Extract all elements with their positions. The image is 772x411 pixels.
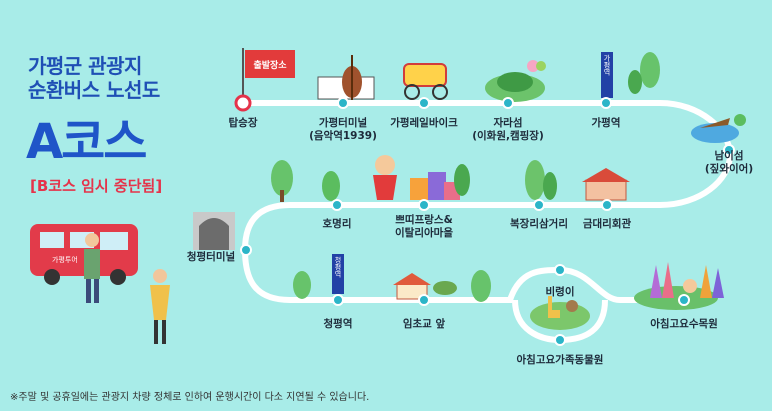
gapyeong-station-sign: 가평역: [601, 52, 660, 98]
stop-label-bokjangri[interactable]: 복장리삼거리: [510, 218, 568, 230]
geumdaeri-building-illustration: [582, 168, 630, 201]
stop-dot[interactable]: [418, 97, 430, 109]
rail-bike-illustration: [403, 63, 448, 100]
homyeongri-tree-illustration: [271, 160, 340, 202]
map-title-line1: 가평군 관광지: [28, 54, 142, 78]
tourist-man-illustration: [84, 233, 100, 303]
stop-dot[interactable]: [678, 294, 690, 306]
start-flag-illustration: 출발장소: [242, 48, 295, 100]
cheongpyeong-station-sign: 청평역: [293, 254, 344, 299]
jaraseom-illustration: [485, 60, 546, 102]
stop-dot[interactable]: [240, 244, 252, 256]
stop-dot[interactable]: [554, 264, 566, 276]
cello-illustration: [317, 55, 375, 100]
stop-dot[interactable]: [533, 199, 545, 211]
stop-dot[interactable]: [554, 334, 566, 346]
tourist-woman-illustration: [150, 269, 170, 344]
stop-label-jaraseom[interactable]: 자라섬 (이화원,캠핑장): [472, 117, 544, 142]
svg-text:청평역: 청평역: [334, 257, 342, 279]
stop-label-geumdaeri[interactable]: 금대리회관: [582, 218, 632, 230]
stop-label-petite-france[interactable]: 쁘띠프랑스& 이탈리아마을: [395, 214, 453, 239]
start-flag-label: 출발장소: [253, 59, 287, 71]
stop-dot[interactable]: [418, 294, 430, 306]
svg-text:가평역: 가평역: [603, 54, 611, 77]
stop-dot[interactable]: [723, 144, 735, 156]
stop-label-imchogyo[interactable]: 임초교 앞: [402, 318, 446, 330]
stop-dot[interactable]: [332, 294, 344, 306]
cheongpyeong-tunnel-illustration: [193, 212, 235, 250]
stop-label-cheongpyeong-terminal[interactable]: 청평터미널: [186, 251, 236, 263]
stop-label-namiseom[interactable]: 남이섬 (짚와이어): [704, 150, 754, 175]
stop-label-gapyeong-station[interactable]: 가평역: [591, 117, 621, 129]
stop-dot[interactable]: [337, 97, 349, 109]
notice-tag: [B코스 임시 중단됨]: [30, 177, 163, 195]
arboretum-illustration: [634, 262, 724, 310]
stop-dot[interactable]: [502, 97, 514, 109]
zoo-illustration: [530, 296, 590, 330]
footnote: ※주말 및 공휴일에는 관광지 차량 정체로 인하여 운행시간이 다소 지연될 …: [10, 392, 370, 403]
stop-dot[interactable]: [331, 199, 343, 211]
stop-label-tapseungjang[interactable]: 탑승장: [228, 117, 258, 129]
stop-label-biryeongi[interactable]: 비령이: [545, 286, 575, 298]
svg-text:가평투어: 가평투어: [52, 255, 78, 264]
stop-label-gapyeong-terminal[interactable]: 가평터미널 (음악역1939): [309, 117, 377, 142]
petite-france-illustration: [373, 155, 470, 200]
imchogyo-illustration: [393, 270, 491, 302]
map-title-line2: 순환버스 노선도: [28, 78, 160, 102]
course-title: A코스: [26, 114, 147, 170]
bokjangri-trees-illustration: [525, 160, 557, 200]
stop-label-cheongpyeong-station[interactable]: 청평역: [323, 318, 353, 330]
nami-island-illustration: [691, 114, 746, 143]
stop-dot[interactable]: [600, 97, 612, 109]
stop-dot[interactable]: [601, 199, 613, 211]
stop-label-zoo[interactable]: 아침고요가족동물원: [516, 354, 604, 366]
stop-label-homyeongri[interactable]: 호명리: [322, 218, 352, 230]
stop-dot-start[interactable]: [234, 94, 252, 112]
stop-label-arboretum[interactable]: 아침고요수목원: [650, 318, 718, 330]
stop-label-railbike[interactable]: 가평레일바이크: [390, 117, 458, 129]
stop-dot[interactable]: [418, 199, 430, 211]
